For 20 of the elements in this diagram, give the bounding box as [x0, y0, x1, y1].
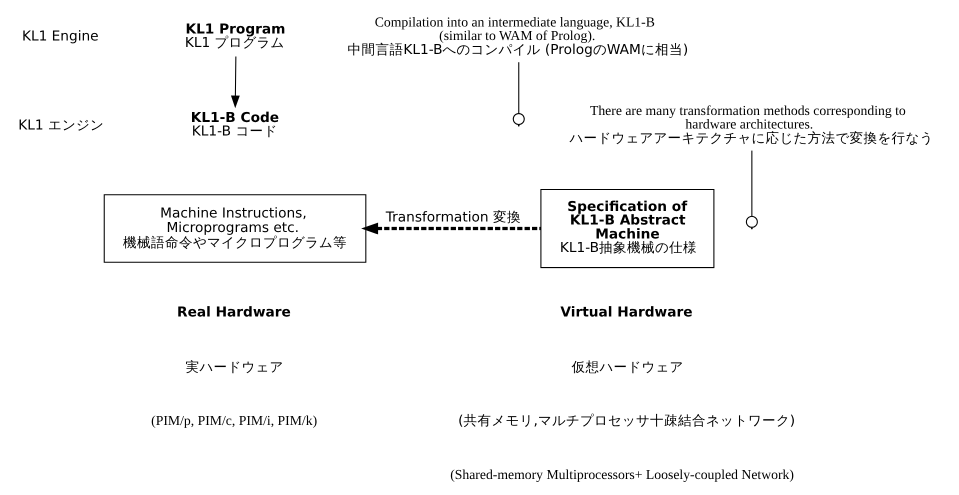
label: KL1 Engine	[21, 28, 98, 45]
node-box: Specification of KL1-B Abstract Machine KL1-B抽象機械の仕様	[540, 188, 714, 268]
label: Virtual Hardware	[560, 304, 692, 320]
label: (PIM/p, PIM/c, PIM/i, PIM/k)	[150, 413, 317, 428]
arrow	[230, 56, 240, 108]
label: (共有メモリ,マルチプロセッサ十疎結合ネットワーク)	[458, 413, 795, 430]
label: Real Hardware	[176, 304, 290, 320]
connector	[518, 62, 519, 114]
node-text: Compilation into an intermediate language, KL1-B (similar to WAM of Prolog). 中間言語KL1-Bへのコンパイル (PrologのWAMに相当)	[346, 14, 688, 58]
node-box: Machine Instructions, Microprograms etc. 機械語命令やマイクロプログラム等	[103, 194, 366, 263]
label: KL1 エンジン	[18, 117, 104, 134]
edge-label: Transformation 変換	[385, 210, 520, 226]
node-text: KL1-B Code KL1-B コード	[190, 110, 279, 140]
label: (Shared-memory Multiprocessors+ Loosely-coupled Network)	[450, 466, 794, 482]
connector	[750, 150, 752, 216]
node-text: KL1 Program KL1 プログラム	[184, 21, 285, 51]
arrow	[360, 222, 540, 234]
node-text: There are many transformation methods corresponding to hardware architectures. ハードウェアアーキテクチャに応じた方法で変換を行なう	[568, 103, 933, 146]
label: 実ハードウェア	[184, 359, 283, 376]
label: 仮想ハードウェア	[571, 359, 683, 376]
